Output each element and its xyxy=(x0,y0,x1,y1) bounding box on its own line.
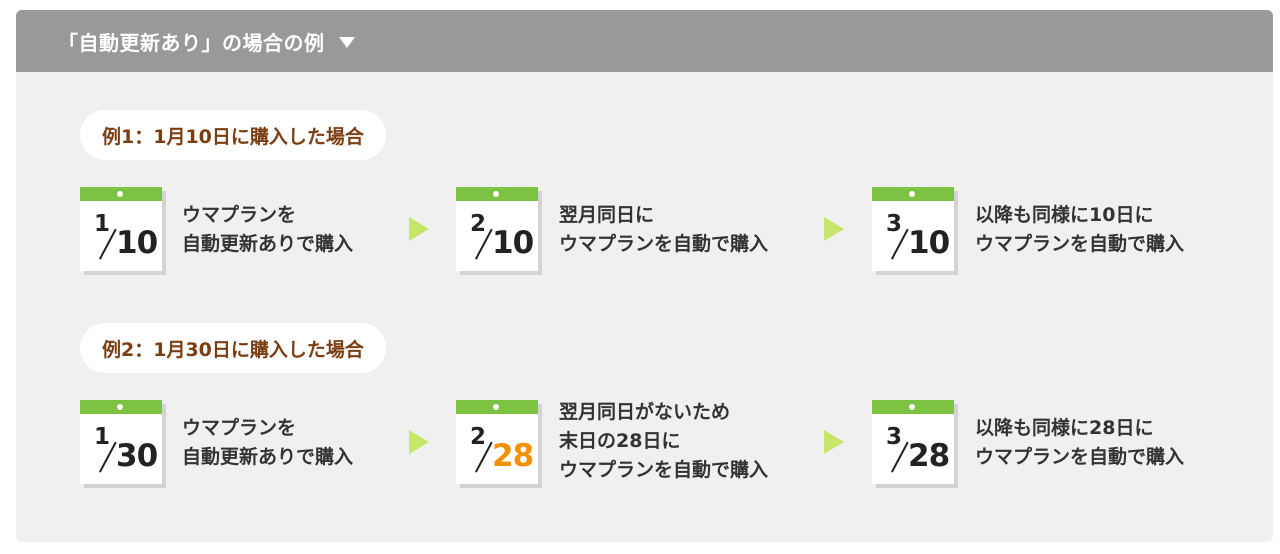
accordion-header[interactable]: 「自動更新あり」の場合の例 xyxy=(16,10,1273,72)
step-description: 以降も同様に28日に ウマプランを自動で購入 xyxy=(975,417,1185,468)
caret-down-icon[interactable] xyxy=(338,37,355,48)
example-label: 例1：1月10日に購入した場合 xyxy=(80,110,386,160)
step-description: ウマプランを 自動更新ありで購入 xyxy=(182,417,354,468)
calendar-day: 10 xyxy=(116,225,158,261)
step-description: 以降も同様に10日に ウマプランを自動で購入 xyxy=(975,204,1185,255)
calendar-day: 30 xyxy=(116,438,158,474)
calendar-icon: 1 10 xyxy=(80,187,162,271)
arrow-right-icon xyxy=(409,217,429,241)
calendar-day: 10 xyxy=(492,225,534,261)
calendar-icon: 2 10 xyxy=(456,187,538,271)
arrow-right-icon xyxy=(824,430,844,454)
calendar-icon: 2 28 xyxy=(456,400,538,484)
calendar-day: 28 xyxy=(908,438,950,474)
arrow-right-icon xyxy=(824,217,844,241)
calendar-day-highlight: 28 xyxy=(492,438,534,474)
timeline-row: 1 10 ウマプランを 自動更新ありで購入 2 10 翌月同日に xyxy=(16,187,1273,277)
calendar-icon: 3 10 xyxy=(872,187,954,271)
example-panel: 「自動更新あり」の場合の例 例1：1月10日に購入した場合 1 10 ウマプラン… xyxy=(16,10,1273,542)
calendar-month: 1 xyxy=(94,424,111,450)
calendar-month: 3 xyxy=(886,424,903,450)
step-description: ウマプランを 自動更新ありで購入 xyxy=(182,204,354,255)
arrow-right-icon xyxy=(409,430,429,454)
example-label: 例2：1月30日に購入した場合 xyxy=(80,323,386,373)
timeline-row: 1 30 ウマプランを 自動更新ありで購入 2 28 翌月同日がないため xyxy=(16,400,1273,490)
calendar-icon: 1 30 xyxy=(80,400,162,484)
calendar-day: 10 xyxy=(908,225,950,261)
step-description: 翌月同日がないため 末日の28日に ウマプランを自動で購入 xyxy=(559,401,769,481)
calendar-month: 2 xyxy=(470,424,487,450)
calendar-month: 2 xyxy=(470,211,487,237)
calendar-month: 3 xyxy=(886,211,903,237)
calendar-icon: 3 28 xyxy=(872,400,954,484)
header-title: 「自動更新あり」の場合の例 xyxy=(58,30,325,55)
calendar-month: 1 xyxy=(94,211,111,237)
step-description: 翌月同日に ウマプランを自動で購入 xyxy=(559,204,769,255)
